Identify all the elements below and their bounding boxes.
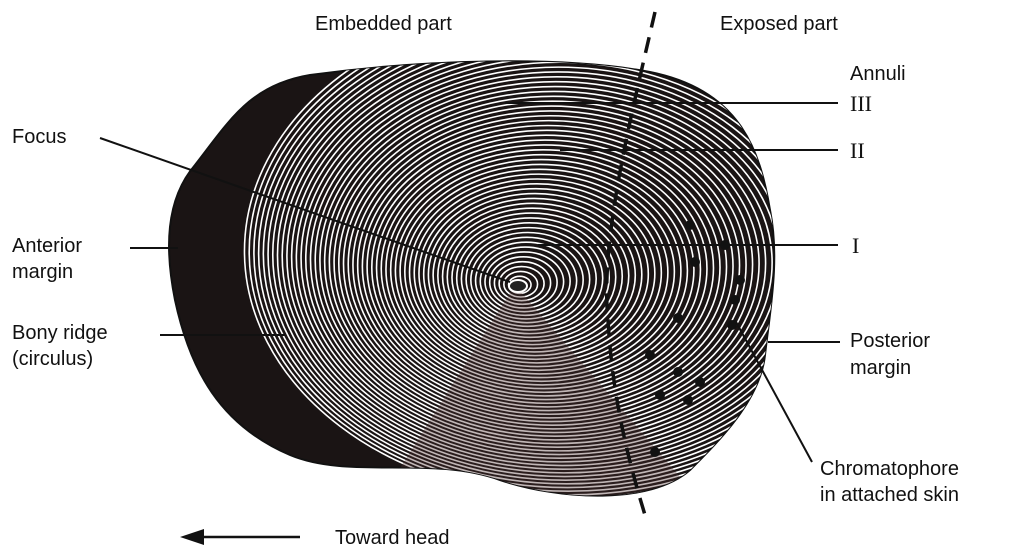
chromatophore-spot xyxy=(645,350,655,360)
chromatophore-spot xyxy=(650,447,660,457)
annulus-iii-label: III xyxy=(850,91,872,116)
chromatophore-spot xyxy=(730,295,740,305)
embedded-part-label: Embedded part xyxy=(315,13,452,35)
annulus-i-label: I xyxy=(852,233,859,258)
chromatophore-label-line2: in attached skin xyxy=(820,484,959,506)
chromatophore-spot xyxy=(683,395,693,405)
chromatophore-spot xyxy=(655,390,665,400)
annuli-label: Annuli xyxy=(850,63,906,85)
toward-head-arrowhead xyxy=(180,529,204,545)
anterior-margin-label-line2: margin xyxy=(12,261,73,283)
bony-ridge-label-line1: Bony ridge xyxy=(12,322,108,344)
anterior-margin-label-line1: Anterior xyxy=(12,235,82,257)
posterior-margin-label-line1: Posterior xyxy=(850,330,930,352)
annulus-ii-label: II xyxy=(850,138,865,163)
posterior-margin-label-line2: margin xyxy=(850,357,911,379)
chromatophore-spot xyxy=(690,257,700,267)
chromatophore-spot xyxy=(735,275,745,285)
focus-point xyxy=(509,280,527,292)
chromatophore-spot xyxy=(673,313,683,323)
focus-label: Focus xyxy=(12,126,66,148)
exposed-part-label: Exposed part xyxy=(720,13,838,35)
chromatophore-spot xyxy=(673,367,683,377)
chromatophore-spot xyxy=(695,377,705,387)
chromatophore-spot xyxy=(685,220,695,230)
chromatophore-label-line1: Chromatophore xyxy=(820,458,959,480)
toward-head-label: Toward head xyxy=(335,527,450,549)
bony-ridge-label-line2: (circulus) xyxy=(12,348,93,370)
